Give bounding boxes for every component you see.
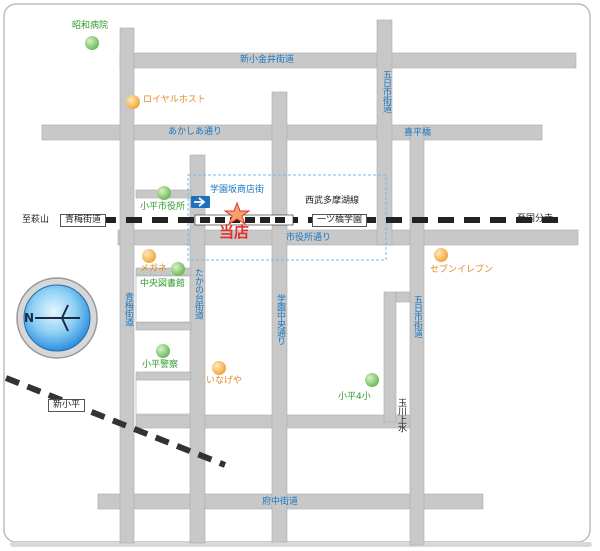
current-location-label[interactable]: 当店 [219, 223, 250, 241]
road-shiyakusho [117, 229, 579, 246]
road-label-shiyakusho: 市役所通り [286, 233, 332, 243]
seven-eleven-icon [434, 248, 448, 262]
road-side-4 [395, 291, 411, 303]
place-kinpeibashi: 喜平橋 [404, 128, 432, 138]
road-gakuen-chuo [271, 91, 288, 543]
place-seven-eleven[interactable]: セブンイレブン [430, 265, 494, 275]
frame-shadow [10, 542, 592, 547]
road-label-itsukaichi-bottom: 五日市街道 [412, 295, 422, 338]
road-itsukaichi-upper [376, 19, 393, 246]
road-side-2 [135, 321, 192, 331]
road-itsukaichi-lower [409, 124, 425, 546]
railway-line-name: 西武多摩湖線 [305, 196, 360, 206]
road-side-3 [135, 371, 192, 381]
road-ome [119, 27, 135, 544]
railway-shin-kodaira [4, 375, 227, 468]
road-label-ome: 青梅街道 [123, 292, 133, 326]
road-tamagawa-josui [383, 291, 397, 423]
current-location-star-icon [223, 201, 251, 226]
arrow-sign-icon [191, 196, 210, 208]
road-label-akashia: あかしあ通り [168, 127, 223, 137]
road-label-tamagawa-josui: 玉川上水 [396, 398, 406, 432]
inageya-icon [212, 361, 226, 375]
road-label-gakuen-chuo: 学園中央通り [275, 294, 285, 345]
map-frame [3, 3, 591, 543]
blocks [135, 274, 191, 415]
police-icon [156, 344, 170, 358]
place-central-library[interactable]: 中央図書館 [140, 279, 186, 289]
road-akashia [41, 124, 543, 141]
place-inageya[interactable]: いなげや [206, 376, 243, 386]
megane-icon [142, 249, 156, 263]
place-police[interactable]: 小平警察 [142, 360, 179, 370]
railway-to-east: 至国分寺 [517, 214, 554, 224]
place-city-hall[interactable]: 小平市役所 [140, 202, 186, 212]
place-royal-host[interactable]: ロイヤルホスト [143, 95, 206, 105]
railway-crossing-ome: 青梅街道 [60, 214, 107, 227]
road-network [41, 19, 579, 546]
road-label-takanodai: たかの台街道 [193, 268, 203, 319]
city-hall-icon [157, 186, 171, 200]
road-label-itsukaichi-top: 五日市街道 [381, 70, 391, 113]
showa-hospital-icon [85, 36, 99, 50]
railway-to-west: 至萩山 [22, 215, 50, 225]
road-label-gakuen-shotengai: 学園坂商店街 [210, 185, 265, 195]
place-showa-hospital[interactable]: 昭和病院 [72, 21, 109, 31]
compass-north-letter: N [24, 311, 35, 325]
royal-host-icon [126, 95, 140, 109]
road-takanodai [189, 154, 206, 544]
road-side-1 [135, 267, 192, 277]
compass-icon [16, 277, 98, 359]
elementary-school-4-icon [365, 373, 379, 387]
road-shin-koganei [119, 52, 577, 69]
station-hitotsubashi-gakuen[interactable]: 一ツ橋学園 [312, 214, 368, 227]
station-shin-kodaira[interactable]: 新小平 [48, 399, 86, 412]
place-elementary-4[interactable]: 小平4小 [338, 392, 371, 402]
place-megane[interactable]: メガネ [140, 264, 168, 274]
central-library-icon [171, 262, 185, 276]
road-label-shin-koganei: 新小金井街道 [240, 55, 295, 65]
road-label-fuchu: 府中街道 [262, 497, 299, 507]
